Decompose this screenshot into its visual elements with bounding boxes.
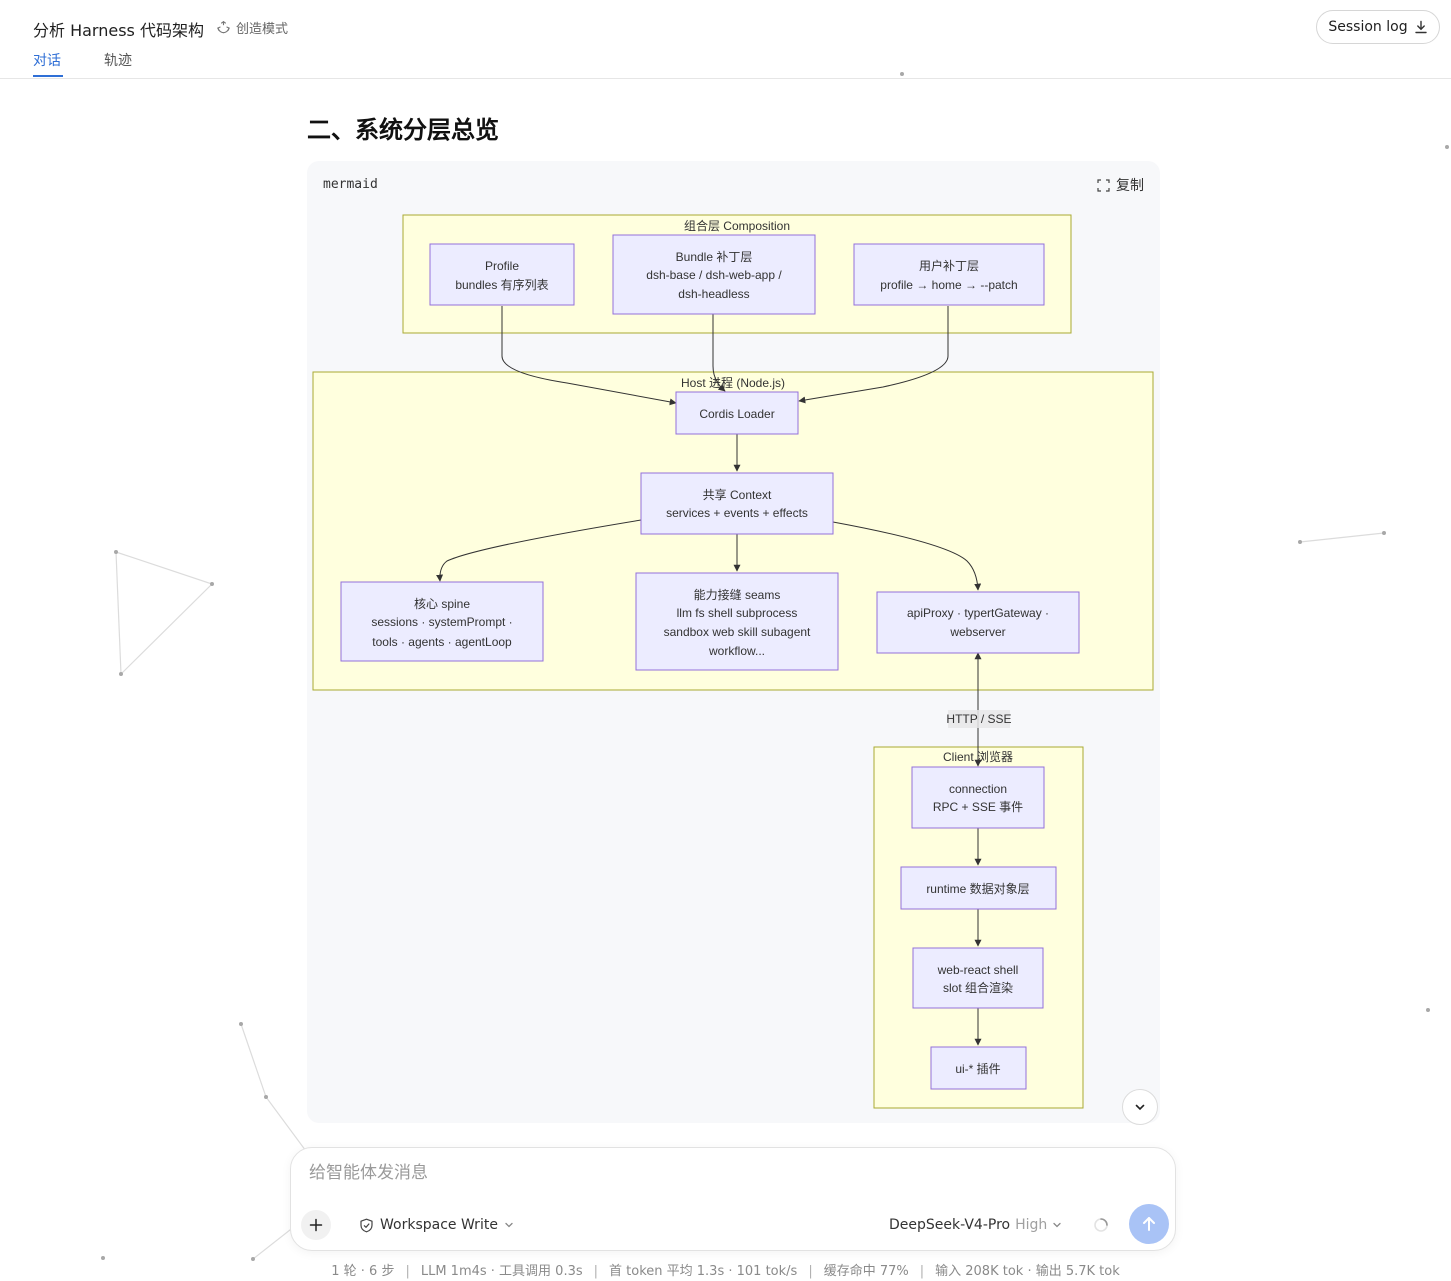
mode-label: 创造模式: [236, 22, 289, 37]
mermaid-code-block: 组合层 Composition Host 进程 (Node.js) Client…: [307, 161, 1160, 1123]
mode-indicator[interactable]: 创造模式: [216, 18, 288, 37]
arrow-up-icon: [1143, 1217, 1155, 1231]
edge-context-spine: [436, 519, 642, 582]
node-cordis: [675, 391, 799, 435]
node-connection: [911, 766, 1045, 829]
stat-cache-hit: 缓存命中 77%: [823, 1264, 909, 1279]
tab-conversation[interactable]: 对话: [33, 53, 61, 69]
chevron-down-icon: [505, 1222, 513, 1228]
edge-profile-cordis: [501, 306, 677, 406]
http-edge-label-bg: [948, 710, 1010, 728]
node-profile: [429, 243, 575, 306]
node-connection-line-1: connection: [949, 782, 1007, 796]
permission-selector[interactable]: Workspace Write: [359, 1217, 514, 1233]
section-heading: 二、系统分层总览: [307, 116, 499, 144]
node-context-line-1: 共享 Context: [703, 487, 772, 502]
session-log-label: Session log: [1328, 19, 1408, 35]
node-user-patch-line-1: 用户补丁层: [919, 258, 979, 273]
node-seams-line-1: 能力接缝 seams: [694, 587, 781, 602]
node-user-patch-line-2: profile → home → --patch: [880, 278, 1017, 292]
node-spine: [340, 581, 544, 662]
node-shell-line-1: web-react shell: [937, 963, 1019, 977]
node-spine-line-3: tools · agents · agentLoop: [372, 635, 512, 649]
node-spine-line-2: sessions · systemPrompt ·: [371, 615, 512, 629]
node-plugins: [930, 1046, 1027, 1090]
edge-bundle-cordis: [712, 314, 726, 392]
node-api-line-1: apiProxy · typertGateway ·: [907, 606, 1049, 620]
scroll-to-bottom-button[interactable]: [1122, 1089, 1158, 1125]
node-connection-line-2: RPC + SSE 事件: [933, 800, 1023, 814]
composition-cluster-label: 组合层 Composition: [684, 218, 790, 233]
tab-trajectory[interactable]: 轨迹: [104, 53, 132, 69]
code-language-label: mermaid: [323, 177, 378, 192]
model-level: High: [1015, 1217, 1048, 1233]
message-input[interactable]: [307, 1162, 1151, 1184]
active-tab-indicator: [33, 75, 63, 77]
model-selector[interactable]: DeepSeek-V4-Pro High: [889, 1217, 1062, 1233]
edge-context-api: [832, 521, 982, 591]
stat-llm-time: LLM 1m4s · 工具调用 0.3s: [420, 1264, 583, 1279]
session-title: 分析 Harness 代码架构: [33, 21, 204, 40]
stat-turns: 1 轮 · 6 步: [331, 1264, 395, 1279]
node-runtime-label: runtime 数据对象层: [926, 881, 1029, 896]
http-edge-label: HTTP / SSE: [946, 712, 1011, 726]
session-log-button[interactable]: Session log: [1316, 10, 1440, 44]
message-composer: Workspace Write DeepSeek-V4-Pro High: [290, 1147, 1176, 1251]
node-shell: [912, 947, 1044, 1009]
node-api: [876, 591, 1080, 654]
node-user-patch: [853, 243, 1045, 306]
stat-first-token: 首 token 平均 1.3s · 101 tok/s: [609, 1264, 798, 1279]
node-bundle-line-3: dsh-headless: [678, 287, 749, 301]
node-seams: [635, 572, 839, 671]
node-seams-line-3: sandbox web skill subagent: [664, 625, 811, 639]
node-spine-line-1: 核心 spine: [414, 597, 470, 611]
recycle-icon: [217, 21, 230, 34]
stat-tokens: 输入 208K tok · 输出 5.7K tok: [935, 1264, 1120, 1279]
edge-userpatch-cordis: [798, 306, 949, 404]
copy-label: 复制: [1116, 178, 1144, 194]
node-context-line-2: services + events + effects: [666, 506, 808, 520]
node-bundle-line-1: Bundle 补丁层: [676, 250, 753, 264]
usage-stats-bar: 1 轮 · 6 步|LLM 1m4s · 工具调用 0.3s|首 token 平…: [331, 1264, 1120, 1279]
spinner-icon: [1094, 1218, 1108, 1232]
expand-icon: [1097, 178, 1110, 192]
add-attachment-button[interactable]: [301, 1210, 331, 1240]
download-icon: [1414, 20, 1427, 34]
architecture-diagram: 组合层 Composition Host 进程 (Node.js) Client…: [312, 214, 1154, 1109]
node-bundle: [612, 234, 816, 315]
send-button[interactable]: [1129, 1204, 1169, 1244]
host-cluster-label: Host 进程 (Node.js): [681, 375, 785, 390]
copy-button[interactable]: 复制: [1097, 175, 1144, 195]
top-bar: 分析 Harness 代码架构 创造模式 对话 轨迹 Session log: [0, 0, 1451, 79]
node-api-line-2: webserver: [949, 625, 1005, 639]
node-bundle-line-2: dsh-base / dsh-web-app /: [646, 268, 782, 282]
node-shell-line-2: slot 组合渲染: [943, 980, 1013, 995]
node-context: [640, 472, 834, 535]
model-name: DeepSeek-V4-Pro: [889, 1217, 1011, 1233]
node-runtime: [900, 866, 1057, 910]
node-profile-line-2: bundles 有序列表: [455, 277, 548, 292]
chevron-down-icon: [1053, 1222, 1061, 1228]
shield-icon: [360, 1218, 373, 1232]
chevron-down-icon: [1135, 1104, 1145, 1111]
node-seams-line-2: llm fs shell subprocess: [677, 606, 798, 620]
node-seams-line-4: workflow...: [708, 644, 765, 658]
node-cordis-label: Cordis Loader: [699, 407, 774, 421]
node-profile-line-1: Profile: [485, 259, 519, 273]
permission-label: Workspace Write: [380, 1217, 498, 1233]
node-plugins-label: ui-* 插件: [955, 1062, 1000, 1076]
plus-icon: [309, 1218, 323, 1232]
